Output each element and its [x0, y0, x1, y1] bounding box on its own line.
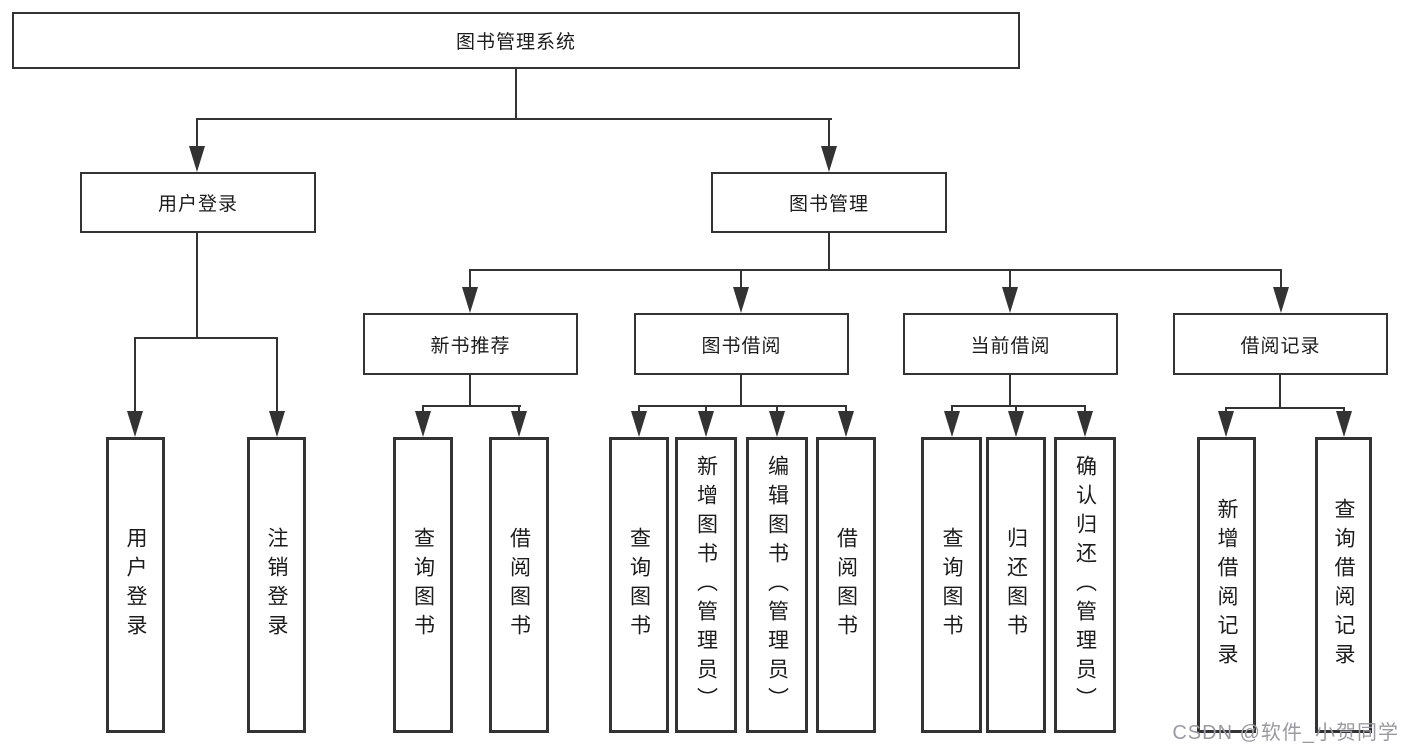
connector-line: [638, 405, 847, 407]
connector-line: [1009, 375, 1011, 407]
arrow-down-icon: [838, 411, 854, 437]
connector-line: [134, 337, 136, 417]
arrow-down-icon: [415, 411, 431, 437]
arrow-down-icon: [189, 146, 205, 172]
connector-line: [469, 375, 471, 407]
leaf-bb-borrow-books: 借阅图书: [816, 437, 876, 733]
leaf-br-add-record: 新增借阅记录: [1197, 437, 1256, 733]
arrow-down-icon: [127, 411, 143, 437]
leaf-cb-query-books: 查询图书: [921, 437, 982, 733]
connector-line: [276, 337, 278, 417]
node-current-borrow: 当前借阅: [903, 313, 1118, 375]
connector-line: [828, 118, 830, 150]
leaf-bb-edit-books: 编辑图书（管理员）: [746, 437, 808, 733]
connector-line: [828, 233, 830, 271]
arrow-down-icon: [269, 411, 285, 437]
arrow-down-icon: [821, 146, 837, 172]
node-user-login: 用户登录: [80, 172, 316, 233]
leaf-logout: 注销登录: [247, 437, 306, 733]
arrow-down-icon: [511, 411, 527, 437]
leaf-cb-confirm-return: 确认归还（管理员）: [1054, 437, 1116, 733]
arrow-down-icon: [1002, 287, 1018, 313]
connector-line: [422, 405, 521, 407]
connector-line: [134, 337, 278, 339]
node-book-borrow: 图书借阅: [634, 313, 849, 375]
node-borrow-records: 借阅记录: [1173, 313, 1388, 375]
connector-line: [196, 118, 832, 120]
arrow-down-icon: [462, 287, 478, 313]
arrow-down-icon: [944, 411, 960, 437]
connector-line: [196, 118, 198, 150]
leaf-rec-query-books: 查询图书: [393, 437, 453, 733]
arrow-down-icon: [631, 411, 647, 437]
connector-line: [740, 375, 742, 407]
connector-line: [469, 269, 1282, 271]
arrow-down-icon: [1008, 411, 1024, 437]
node-root: 图书管理系统: [12, 12, 1020, 69]
node-new-book-rec: 新书推荐: [363, 313, 578, 375]
connector-line: [469, 269, 471, 292]
connector-line: [515, 69, 517, 120]
connector-line: [1279, 375, 1281, 409]
watermark: CSDN @软件_小贺同学: [1172, 722, 1399, 744]
leaf-bb-query-books: 查询图书: [609, 437, 669, 733]
connector-line: [1280, 269, 1282, 292]
leaf-user-login: 用户登录: [106, 437, 165, 733]
leaf-bb-add-books: 新增图书（管理员）: [675, 437, 737, 733]
arrow-down-icon: [1273, 287, 1289, 313]
arrow-down-icon: [1218, 411, 1234, 437]
arrow-down-icon: [1336, 411, 1352, 437]
arrow-down-icon: [733, 287, 749, 313]
arrow-down-icon: [769, 411, 785, 437]
connector-line: [196, 233, 198, 339]
connector-line: [1009, 269, 1011, 292]
connector-line: [1225, 407, 1345, 409]
connector-line: [951, 405, 1086, 407]
leaf-br-query-record: 查询借阅记录: [1315, 437, 1372, 733]
arrow-down-icon: [698, 411, 714, 437]
arrow-down-icon: [1077, 411, 1093, 437]
leaf-rec-borrow-books: 借阅图书: [489, 437, 549, 733]
leaf-cb-return-books: 归还图书: [986, 437, 1046, 733]
connector-line: [740, 269, 742, 292]
node-book-mgmt: 图书管理: [711, 172, 947, 233]
